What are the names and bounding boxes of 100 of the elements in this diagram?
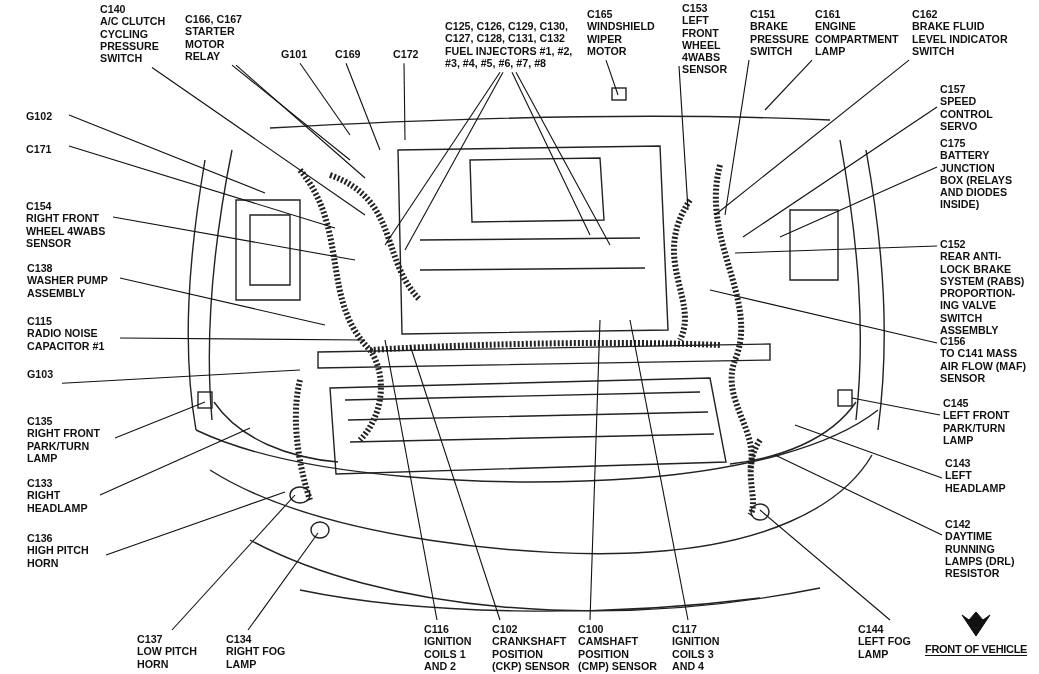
callout-code: C165 [587, 8, 614, 21]
callout-code: C151 [750, 8, 777, 21]
callout-label: LEFT HEADLAMP [945, 469, 1007, 494]
callout-label: LOW PITCH HORN [137, 645, 198, 670]
leader-line [384, 71, 501, 246]
leader-line [112, 216, 356, 261]
callout-code: C142 [945, 518, 972, 531]
callout-code: C136 [27, 532, 54, 545]
callout-code: C125, C126, C129, C130, C127, C128, C131, C132 [445, 20, 569, 45]
leader-line [515, 71, 611, 246]
callout-label: LEFT FRONT PARK/TURN LAMP [943, 409, 1011, 447]
callout-code: C102 [492, 623, 519, 636]
callout-label: RIGHT FRONT PARK/TURN LAMP [27, 427, 102, 465]
callout-code: G101 [281, 48, 309, 61]
callout-label: WINDSHIELD WIPER MOTOR [587, 20, 656, 58]
leader-line [709, 289, 938, 344]
callout-label: ENGINE COMPARTMENT LAMP [815, 20, 900, 58]
callout-code: C138 [27, 262, 54, 275]
leader-line [99, 427, 251, 496]
callout-code: C143 [945, 457, 972, 470]
callout-label: SPEED CONTROL SERVO [940, 95, 994, 133]
callout-code: C116 [424, 623, 450, 636]
leader-line [794, 424, 943, 479]
callout-label: BRAKE PRESSURE SWITCH [750, 20, 810, 58]
callout-code: C175 [940, 137, 967, 150]
leader-line [774, 454, 943, 536]
callout-label: WASHER PUMP ASSEMBLY [27, 274, 109, 299]
callout-code: C100 [578, 623, 605, 636]
callout-label: RIGHT FOG LAMP [226, 645, 286, 670]
leader-line [779, 166, 938, 238]
callout-code: C135 [27, 415, 54, 428]
callout-label: CRANKSHAFT POSITION (CKP) SENSOR [492, 635, 571, 673]
callout-code: G103 [27, 368, 55, 381]
callout-code: C162 [912, 8, 939, 21]
leader-line [151, 66, 366, 216]
callout-code: C169 [335, 48, 362, 61]
callout-label: RIGHT FRONT WHEEL 4WABS SENSOR [26, 212, 107, 250]
leader-line [68, 145, 336, 229]
callout-code: C140 [100, 3, 127, 16]
leader-line [171, 494, 296, 631]
leader-line [851, 397, 941, 416]
leader-line [403, 62, 406, 141]
callout-code: C153 [682, 2, 709, 15]
leader-line [759, 509, 891, 621]
callout-code: C172 [393, 48, 420, 61]
callout-label: HIGH PITCH HORN [27, 544, 90, 569]
callout-code: C161 [815, 8, 842, 21]
callout-code: G102 [26, 110, 54, 123]
leader-line [409, 344, 501, 621]
callout-label: STARTER MOTOR RELAY [185, 25, 236, 63]
leader-line [724, 59, 750, 216]
leader-line [231, 64, 351, 161]
leader-line [589, 319, 601, 621]
callout-label: RADIO NOISE CAPACITOR #1 [27, 327, 106, 352]
leader-line [247, 532, 319, 631]
callout-label: RIGHT HEADLAMP [27, 489, 89, 514]
leader-line [764, 59, 813, 111]
callout-label: IGNITION COILS 1 AND 2 [424, 635, 473, 673]
callout-code: C171 [26, 143, 53, 156]
callout-code: C133 [27, 477, 54, 490]
leader-line [105, 491, 286, 556]
callout-code: C115 [27, 315, 53, 328]
callout-code: C156 [940, 335, 967, 348]
callout-code: C137 [137, 633, 164, 646]
callout-code: C144 [858, 623, 885, 636]
callout-label: REAR ANTI- LOCK BRAKE SYSTEM (RABS) PROPORTION- ING VALVE SWITCH ASSEMBLY [940, 250, 1026, 337]
callout-code: C117 [672, 623, 698, 636]
callout-label: TO C141 MASS AIR FLOW (MAF) SENSOR [940, 347, 1028, 385]
leader-line [404, 71, 504, 251]
callout-code: C134 [226, 633, 253, 646]
callout-label: CAMSHAFT POSITION (CMP) SENSOR [578, 635, 658, 673]
callout-code: C157 [940, 83, 967, 96]
leader-line [742, 106, 938, 238]
leader-line [605, 59, 619, 96]
leader-line [119, 277, 326, 326]
callout-code: C145 [943, 397, 970, 410]
callout-label: A/C CLUTCH CYCLING PRESSURE SWITCH [100, 15, 167, 65]
leader-line [299, 62, 351, 136]
leader-line [235, 64, 366, 179]
leader-line [714, 59, 910, 216]
leader-line [345, 62, 381, 151]
callout-label: BRAKE FLUID LEVEL INDICATOR SWITCH [912, 20, 1009, 58]
leader-line [61, 369, 301, 384]
leader-line [678, 65, 689, 211]
callout-code: C166, C167 [185, 13, 244, 26]
callout-label: BATTERY JUNCTION BOX (RELAYS AND DIODES INSIDE) [940, 149, 1014, 211]
leader-line [511, 71, 591, 236]
callout-code: C152 [940, 238, 967, 251]
callout-label: FUEL INJECTORS #1, #2, #3, #4, #5, #6, #7, #8 [445, 44, 573, 70]
callout-code: C154 [26, 200, 53, 213]
leader-line [734, 245, 938, 254]
leader-line [119, 337, 366, 341]
callout-label: DAYTIME RUNNING LAMPS (DRL) RESISTOR [945, 530, 1016, 580]
direction-label: FRONT OF VEHICLE [925, 643, 1028, 657]
leader-line [68, 114, 266, 194]
callout-label: IGNITION COILS 3 AND 4 [672, 635, 721, 673]
callout-label: LEFT FOG LAMP [858, 635, 912, 660]
leader-line [384, 339, 438, 621]
callout-label: LEFT FRONT WHEEL 4WABS SENSOR [682, 14, 729, 76]
leader-line [629, 319, 689, 621]
